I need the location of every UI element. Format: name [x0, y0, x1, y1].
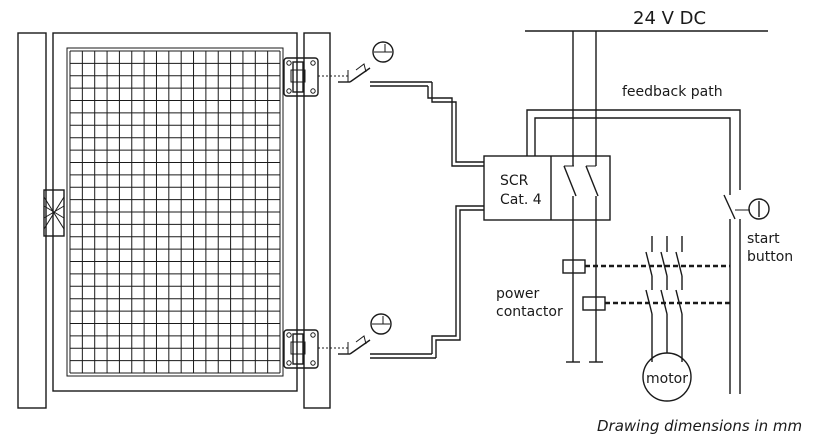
start-button-label-2: button: [747, 249, 793, 265]
safety-gate: [17, 32, 331, 409]
scr-input-wires: [427, 82, 484, 358]
contactor-phase-line: [675, 251, 683, 277]
gate-right-post: [303, 32, 331, 409]
gate-left-post: [17, 32, 47, 409]
scr-category-label: Cat. 4: [500, 192, 542, 208]
power-contactor-label-2: contactor: [496, 304, 563, 320]
supply-voltage-label: 24 V DC: [633, 8, 706, 29]
scr-label: SCR: [500, 173, 529, 189]
gate-mesh: [69, 50, 281, 374]
dc-supply: 24 V DC: [525, 8, 768, 363]
top-contact-symbol-icon: [372, 41, 394, 63]
motor: motor: [642, 352, 692, 402]
contactor-phase-line: [660, 289, 668, 315]
contactor-coil-1: [562, 259, 586, 274]
motor-label: motor: [646, 371, 688, 387]
bottom-contact-symbol-icon: [370, 313, 392, 335]
top-door-switch-icon: [283, 57, 319, 97]
bottom-door-contact: [318, 313, 436, 359]
start-button-symbol: start button: [723, 194, 793, 394]
power-contactor-group: power contactor: [496, 236, 730, 362]
contactor-phase-line: [645, 289, 653, 315]
start-button-label: start: [747, 231, 780, 247]
top-door-contact: [318, 41, 432, 87]
contactor-phase-line: [645, 251, 653, 277]
gate-latch-icon: [43, 189, 65, 237]
contactor-phase-line: [675, 289, 683, 315]
feedback-path: feedback path: [526, 84, 741, 195]
dimensions-footnote: Drawing dimensions in mm: [597, 417, 802, 435]
gate-door-inner-frame: [66, 47, 284, 377]
power-contactor-label: power: [496, 286, 540, 302]
scr-module: SCR Cat. 4: [483, 155, 611, 221]
feedback-path-label: feedback path: [622, 84, 723, 100]
contactor-coil-2: [582, 296, 606, 311]
bottom-door-switch-icon: [283, 329, 319, 369]
contactor-phase-line: [660, 251, 668, 277]
motor-icon: [642, 352, 692, 402]
start-button-icon: [748, 198, 770, 220]
